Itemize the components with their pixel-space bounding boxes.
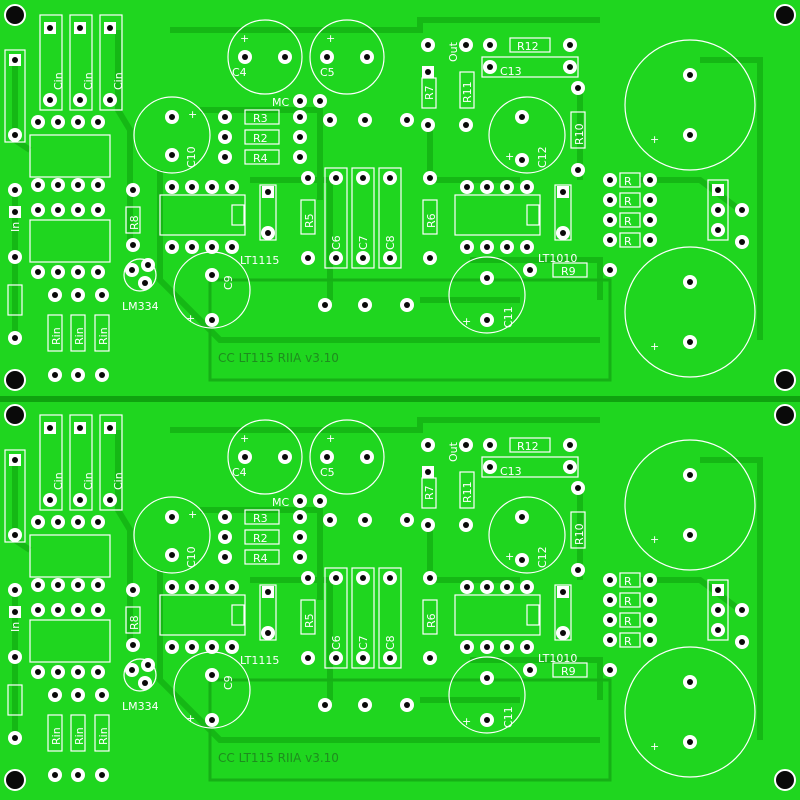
cin-label: Cin [82,72,95,90]
r9-label: R9 [561,265,576,278]
mount-hole [774,4,796,26]
output-area: Out R7 R11 [421,38,475,132]
capacitor-c12: C12 + [488,96,566,174]
c5-label: C5 [320,66,335,79]
r2-label: R2 [253,132,268,145]
c12-label: C12 [536,146,549,168]
r-label: R [624,215,632,228]
plus-mark: + [326,32,335,45]
resistor-r9: R9 [523,262,617,278]
c6-label: C6 [330,235,343,250]
rin-label: Rin [50,327,63,345]
mount-hole [4,369,26,391]
capacitor-c4: C4 + [227,19,303,95]
middle-components: R5 C6 C7 C8 R6 [300,167,438,312]
c4-label: C4 [232,66,247,79]
r-label: R [624,175,632,188]
ic-lt1010: LT1010 [454,180,577,265]
capacitor-small [259,184,277,241]
lm334-label: LM334 [122,300,159,313]
rin-label: Rin [73,327,86,345]
c8-label: C8 [384,235,397,250]
power-connector [707,179,749,249]
capacitor-large-bottom: + [624,246,756,378]
resistors-r2-r4: R3 R2 R4 [218,109,307,165]
capacitor-c11: C11 + [448,256,526,334]
plus-mark: + [462,315,471,328]
cin-label: Cin [112,72,125,90]
r3-label: R3 [253,112,268,125]
mc-area: MC [272,94,327,109]
r-label: R [624,195,632,208]
plus-mark: + [240,32,249,45]
r4-label: R4 [253,152,268,165]
rin-label: Rin [97,327,110,345]
capacitor-large-top: + [624,39,756,171]
resistor-r10: R10 [570,81,586,177]
rin-resistors: Rin Rin Rin [47,288,110,382]
capacitor-small [554,184,572,241]
lt1010-label: LT1010 [538,252,577,265]
c10-label: C10 [185,146,198,168]
board-title: CC LT115 RIIA v3.10 [218,351,339,365]
capacitor-c5: C5 + [309,19,385,95]
switch-block [29,115,111,279]
c11-label: C11 [502,306,515,328]
capacitor-c10: C10 + [133,96,211,174]
lm334: LM334 [122,258,159,313]
resistor-array: R R R R [603,172,657,248]
cin-capacitors: Cin Cin Cin [4,14,125,143]
lt1115-label: LT1115 [240,254,279,267]
r11-label: R11 [461,81,474,103]
plus-mark: + [186,312,195,325]
cin-label: Cin [52,72,65,90]
ic-lt1115: LT1115 [159,180,279,267]
c7-label: C7 [357,235,370,250]
mount-hole [4,4,26,26]
c9-label: C9 [222,275,235,290]
r12-c13: R12 C13 [481,37,579,78]
input-connector: In [7,183,23,345]
r12-label: R12 [517,40,539,53]
resistor-r8: R8 [125,183,141,252]
plus-mark: + [650,340,659,353]
plus-mark: + [505,150,514,163]
c13-label: C13 [500,65,522,78]
plus-mark: + [650,133,659,146]
out-label: Out [447,41,460,62]
r10-label: R10 [573,123,586,145]
mount-hole [774,369,796,391]
capacitor-c9: C9 + [173,251,251,329]
in-label: In [9,222,22,232]
r6-label: R6 [425,213,438,228]
r-label: R [624,235,632,248]
plus-mark: + [188,108,197,121]
mc-label: MC [272,96,289,109]
amplifier-board-top: Cin Cin Cin In [4,4,796,391]
r8-label: R8 [128,215,141,230]
r5-label: R5 [303,213,316,228]
r7-label: R7 [423,85,436,100]
board-divider [0,396,800,402]
